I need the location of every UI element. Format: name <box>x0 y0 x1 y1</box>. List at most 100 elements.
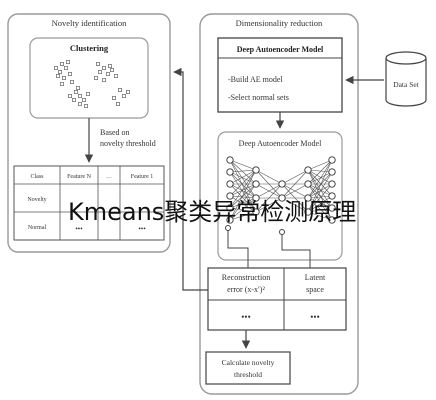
cluster-point <box>60 62 65 67</box>
network-node <box>304 166 312 174</box>
cluster-point <box>78 94 83 99</box>
network-edge <box>229 159 257 171</box>
network-edge <box>307 169 333 173</box>
cluster-point <box>122 94 127 99</box>
network-edge <box>281 197 309 213</box>
network-node <box>226 156 234 164</box>
network-box-title: Deep Autoencoder Model <box>239 139 322 148</box>
network-node <box>252 166 260 174</box>
network-node <box>226 216 234 224</box>
dataset-label: Data Set <box>393 80 420 89</box>
latent-label-line1: Latent <box>305 273 326 282</box>
network-node <box>252 180 260 188</box>
network-edge <box>307 171 333 199</box>
network-node <box>304 180 312 188</box>
reduction-panel-title: Dimensionality reduction <box>236 18 323 28</box>
cluster-point <box>60 82 65 87</box>
threshold-line2: threshold <box>234 370 262 379</box>
network-edge <box>307 183 333 213</box>
latent-label-line2: space <box>306 285 324 294</box>
network-edge <box>307 183 333 209</box>
network-node <box>278 180 286 188</box>
cluster-point <box>66 60 71 65</box>
cluster-point <box>112 96 117 101</box>
network-node <box>252 208 260 216</box>
network-edge <box>229 197 257 221</box>
network-node <box>252 194 260 202</box>
network-edge <box>307 169 333 185</box>
table-header-class: Class <box>30 174 44 180</box>
network-edge <box>229 183 257 197</box>
reconstruction-ellipsis: ••• <box>241 312 250 322</box>
network-edge <box>307 195 333 199</box>
cluster-point <box>74 90 79 95</box>
cluster-point <box>76 86 81 91</box>
connector-dot-left <box>225 225 231 231</box>
network-edge <box>307 211 333 221</box>
cluster-point <box>68 94 73 99</box>
network-edge <box>307 159 333 171</box>
connector-dot-right <box>279 229 285 235</box>
cluster-point <box>78 102 83 107</box>
arrow-label-line1: Based on <box>100 128 130 137</box>
network-edge <box>281 169 309 185</box>
novelty-panel-title: Novelty identification <box>52 18 128 28</box>
network-edge <box>229 171 257 185</box>
network-edge <box>229 197 257 209</box>
network-node <box>304 194 312 202</box>
network-edge <box>307 183 333 199</box>
network-edge <box>229 159 257 199</box>
cluster-point <box>84 104 89 109</box>
network-node <box>328 180 336 188</box>
arrow-label-line2: novelty threshold <box>100 139 156 148</box>
connector-latent <box>281 232 311 268</box>
network-edge <box>307 207 333 213</box>
network-node <box>226 180 234 188</box>
network-edge <box>307 197 333 221</box>
novelty-threshold-box: Calculate novelty threshold <box>205 351 291 385</box>
network-edge <box>307 169 333 197</box>
cluster-scatter <box>54 60 131 109</box>
network-edge <box>229 195 257 199</box>
network-edge <box>229 171 257 213</box>
cluster-point <box>94 76 99 81</box>
network-edge <box>255 183 283 199</box>
table-row-novelty: Novelty <box>27 197 46 203</box>
network-edge <box>255 197 283 213</box>
overlay-caption: Kmeans聚类异常检测原理 <box>68 198 357 226</box>
reconstruction-table: Reconstruction error (x-x′)² Latent spac… <box>207 267 347 331</box>
reconstruction-label-line2: error (x-x′)² <box>227 285 265 294</box>
cluster-point <box>116 102 121 107</box>
network-edge <box>229 159 257 213</box>
cluster-point <box>96 62 101 67</box>
network-edge <box>307 195 333 213</box>
network-edge <box>229 195 257 213</box>
clustering-box: Clustering <box>29 37 149 119</box>
dataset-cylinder-icon: Data Set <box>385 51 427 107</box>
table-header-feature-1: Feature 1 <box>131 174 154 180</box>
connector-reconstruction <box>227 228 249 268</box>
cluster-point <box>108 64 113 69</box>
cluster-point <box>98 70 103 75</box>
network-node <box>226 168 234 176</box>
cluster-point <box>58 70 63 75</box>
cluster-point <box>62 76 67 81</box>
novelty-identification-panel: Novelty identification Clustering Based … <box>7 13 171 253</box>
network-edge <box>307 159 333 213</box>
network-edge <box>229 183 257 221</box>
cluster-point <box>102 78 107 83</box>
network-edge <box>307 171 333 185</box>
cluster-point <box>102 66 107 71</box>
table-ellipsis-feature-1: ••• <box>138 225 146 233</box>
network-edge <box>229 207 257 213</box>
table-header-feature-n: Feature N <box>67 174 91 180</box>
cluster-point <box>82 98 87 103</box>
network-edge <box>307 183 333 197</box>
table-header-ellipsis: … <box>106 174 112 180</box>
cluster-point <box>110 68 115 73</box>
table-ellipsis-feature-n: ••• <box>75 225 83 233</box>
cluster-point <box>56 74 61 79</box>
dimensionality-reduction-panel: Dimensionality reduction Deep Autoencode… <box>199 13 359 395</box>
feature-table: Class Feature N … Feature 1 Novelty Norm… <box>13 165 165 241</box>
